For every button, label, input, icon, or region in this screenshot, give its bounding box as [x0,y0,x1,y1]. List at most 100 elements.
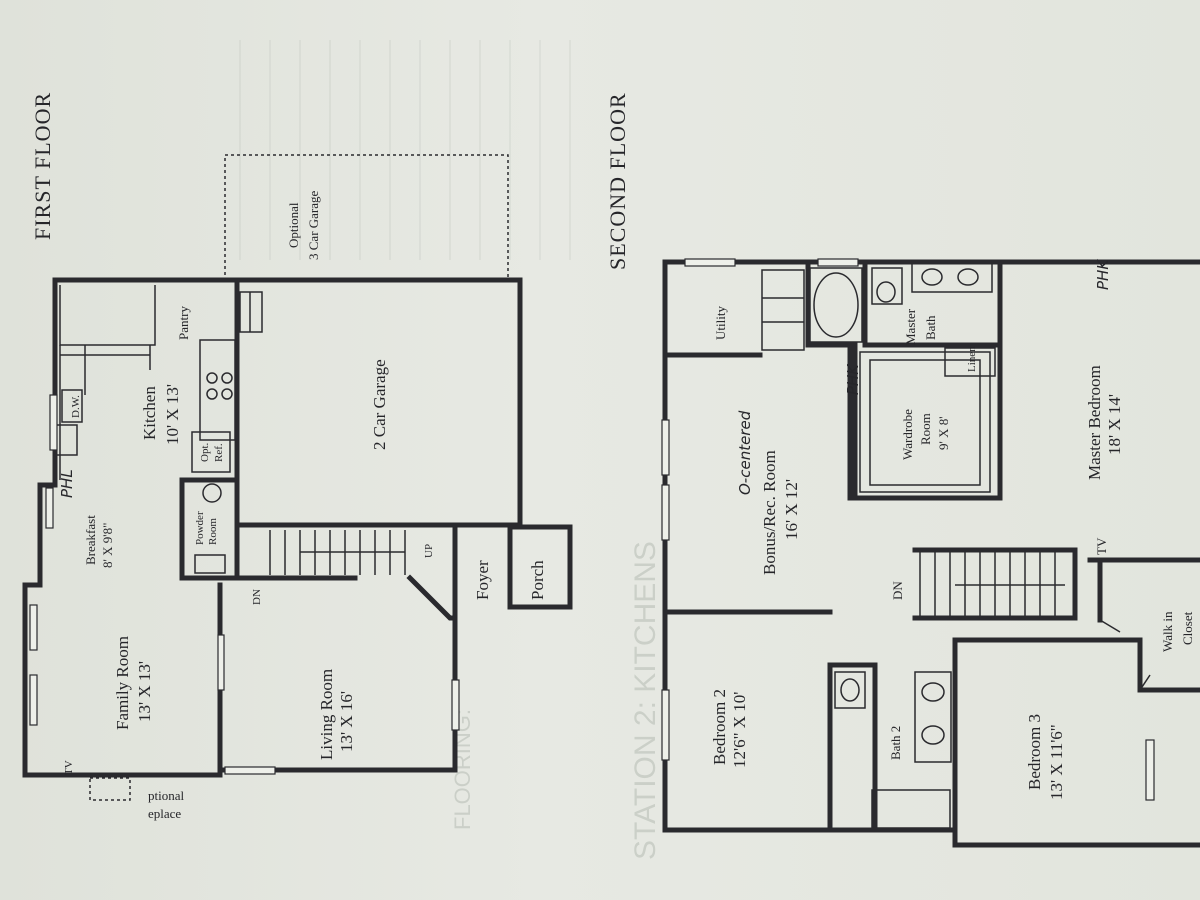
family-room-label: Family Room [113,636,132,730]
linen-shelves [761,269,805,351]
window [49,394,58,451]
bedroom3-label: Bedroom 3 [1025,714,1044,790]
bonus-room-label: Bonus/Rec. Room [760,450,779,575]
window [684,258,736,267]
living-room-size: 13' X 16' [337,691,356,752]
garage-label: 2 Car Garage [370,359,389,450]
breakfast-size: 8' X 9'8" [100,523,115,568]
window [224,766,276,775]
optional-garage-label-1: Optional [286,202,301,248]
optional-garage-label-2: 3 Car Garage [306,190,321,260]
family-room-size: 13' X 13' [135,661,154,722]
master-vanity [911,261,993,293]
window [661,689,670,761]
bath2-wall [827,662,878,833]
master-bath-label-2: Bath [923,315,938,340]
foyer-angle-wall [406,574,458,621]
master-tub [809,267,863,343]
bath2-tub [871,789,951,829]
dishwasher [61,389,83,423]
pantry-label: Pantry [176,306,191,340]
bedroom3-size: 13' X 11'6" [1047,724,1066,800]
closet-door [1099,619,1151,691]
utility-label: Utility [713,306,728,340]
second-floor-tv-label: TV [1094,537,1109,555]
second-floor-title: SECOND FLOOR [605,92,630,270]
bleed-title: STATION 2: KITCHENS [629,541,662,860]
porch-outline [507,524,573,610]
kitchen-size: 10' X 13' [163,384,182,445]
bedroom3-top-wall [952,637,1200,693]
kitchen-sink [54,424,78,456]
window [661,484,670,541]
second-floor-stair-walls [912,547,1078,621]
bath2-label: Bath 2 [888,726,903,760]
stairs-up-label: UP [423,544,435,558]
window [29,674,38,726]
window [661,419,670,476]
master-bedroom-label: Master Bedroom [1085,365,1104,480]
linen-label: Linen [966,346,978,372]
phk-annotation-2: PHK [1094,259,1112,290]
powder-label-1: Powder [194,511,206,545]
fireplace-label-1: ptional [148,788,184,803]
kitchen-counter [59,345,151,480]
kitchen-label: Kitchen [140,386,159,440]
master-bedroom-size: 18' X 14' [1105,394,1124,455]
phk-annotation: PHK [844,364,862,395]
fireplace-label-2: eplace [148,806,181,821]
powder-toilet [202,483,222,503]
first-floor-stairs [269,530,406,575]
opt-ref-label-1: Opt. [199,443,211,463]
bedroom2-size: 12'6" X 10' [730,692,749,768]
master-bath-walls [805,259,1003,501]
wardrobe-label-2: Room [918,413,933,445]
bonus-room-size: 16' X 12' [782,479,801,540]
bath2-toilet [834,671,866,709]
background-bleed: STATION 2: KITCHENS FLOORING: [239,40,662,860]
refrigerator [191,431,231,473]
optional-fireplace [89,777,131,801]
window [217,634,225,691]
master-toilet [871,267,903,305]
porch-label: Porch [528,560,547,600]
garage-steps [239,291,263,333]
window [29,604,38,651]
window [45,487,54,529]
stairs-down-label: DN [251,589,263,605]
first-floor-plan: FIRST FLOOR Optional 3 Car Garage [22,92,573,821]
window [817,258,859,267]
first-floor-title: FIRST FLOOR [30,92,55,240]
bedroom2-label: Bedroom 2 [710,689,729,765]
linen-closet [944,347,996,377]
handwritten-annotation: PHL [58,469,76,498]
powder-room-walls [179,477,240,581]
window [451,679,460,731]
pantry-counter [59,285,156,346]
living-room-label: Living Room [317,669,336,760]
second-floor-plan: SECOND FLOOR [605,92,1200,848]
opt-ref-label-2: Ref. [213,443,225,462]
breakfast-label: Breakfast [83,515,98,565]
bath2-vanity [914,671,952,763]
master-bath-label-1: Master [903,308,918,345]
walk-in-label-1: Walk in [1160,611,1175,652]
dishwasher-label: D.W. [70,395,82,418]
window [1145,739,1155,801]
walk-in-label-2: Closet [1180,611,1195,645]
powder-sink [194,554,226,574]
wardrobe-size: 9' X 8' [936,416,951,450]
range-counter [199,339,236,441]
optional-garage-outline [224,154,509,281]
first-floor-tv-label: TV [63,760,75,775]
wardrobe-room-outline [859,351,991,493]
centered-annotation: O-centered [736,410,754,495]
closet-walls [1087,557,1200,623]
second-floor-stairs [919,552,1065,616]
wardrobe-label-1: Wardrobe [900,409,915,460]
powder-label-2: Room [207,518,219,545]
master-bath-inner-wall [862,259,1003,348]
foyer-label: Foyer [473,560,492,600]
second-floor-stairs-label: DN [890,581,905,600]
